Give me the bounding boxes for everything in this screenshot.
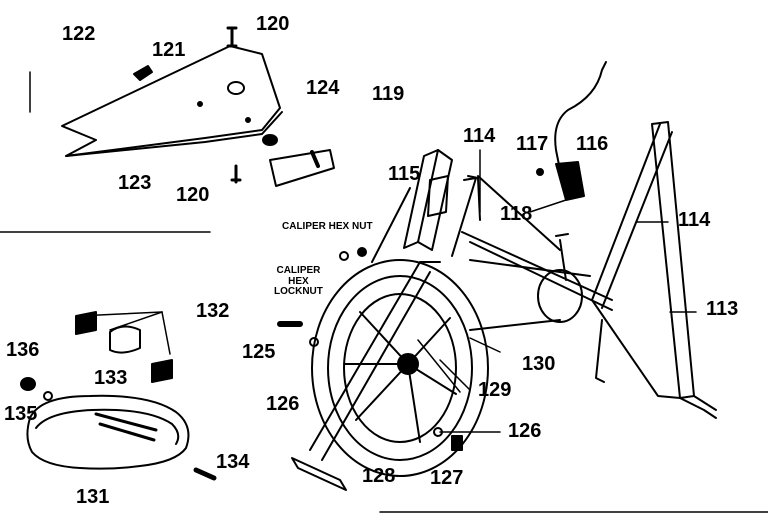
knob-121	[133, 65, 153, 81]
label-part-114-right: 114	[678, 209, 711, 231]
label-part-120-top: 120	[256, 13, 290, 35]
label-part-132: 132	[196, 300, 230, 322]
leader-lines	[77, 149, 697, 433]
note-caliper-hex-locknut: CALIPER HEX LOCKNUT	[274, 265, 323, 298]
label-part-113: 113	[706, 298, 739, 320]
front-stabilizer	[291, 457, 347, 491]
label-part-126-left: 126	[266, 393, 300, 415]
label-part-129: 129	[478, 379, 512, 401]
note-locknut-line1: CALIPER	[276, 265, 321, 276]
bolt-127	[451, 435, 463, 451]
main-frame	[309, 121, 717, 461]
bracket-plate-123	[61, 45, 283, 157]
screw-120-top	[226, 26, 238, 48]
label-part-125: 125	[242, 341, 276, 363]
label-part-119: 119	[372, 83, 405, 105]
scan-edge-marks	[0, 71, 768, 513]
pedal-crank	[555, 233, 569, 281]
label-part-133: 133	[94, 367, 128, 389]
label-part-126-right: 126	[508, 420, 542, 442]
label-part-116: 116	[576, 133, 609, 155]
washer-126-bottom	[433, 427, 443, 437]
label-part-124: 124	[306, 77, 340, 99]
caliper-hex-nut	[357, 247, 367, 257]
nut-136	[20, 377, 36, 391]
label-part-121: 121	[152, 39, 186, 61]
flywheel-128	[311, 259, 489, 477]
label-part-117: 117	[516, 133, 549, 155]
nut-124	[262, 134, 278, 146]
label-part-130: 130	[522, 353, 556, 375]
label-part-123: 123	[118, 172, 152, 194]
label-part-134: 134	[216, 451, 250, 473]
brake-cable-116	[536, 61, 607, 201]
bolt-134	[193, 467, 217, 481]
washer-135	[43, 391, 53, 401]
label-part-115: 115	[388, 163, 421, 185]
washer-126-top	[309, 337, 319, 347]
label-part-128: 128	[362, 465, 396, 487]
label-part-136: 136	[6, 339, 40, 361]
screw-120-bottom	[230, 164, 242, 184]
label-part-120-bottom: 120	[176, 184, 210, 206]
caliper-hex-locknut	[339, 251, 349, 261]
note-locknut-line3: LOCKNUT	[274, 286, 323, 297]
label-part-122: 122	[62, 23, 96, 45]
clamp-115	[427, 175, 449, 217]
label-part-114-top: 114	[463, 125, 496, 147]
label-part-118: 118	[500, 203, 533, 225]
label-part-131: 131	[76, 486, 110, 508]
saddle-131	[26, 394, 190, 470]
seat-clamp-133	[75, 311, 173, 383]
note-caliper-hex-nut: CALIPER HEX NUT	[282, 221, 373, 232]
drive-chain-130	[469, 259, 591, 331]
caliper-119	[269, 149, 335, 187]
label-part-135: 135	[4, 403, 38, 425]
note-locknut-line2: HEX	[288, 275, 309, 287]
label-part-127: 127	[430, 467, 464, 489]
